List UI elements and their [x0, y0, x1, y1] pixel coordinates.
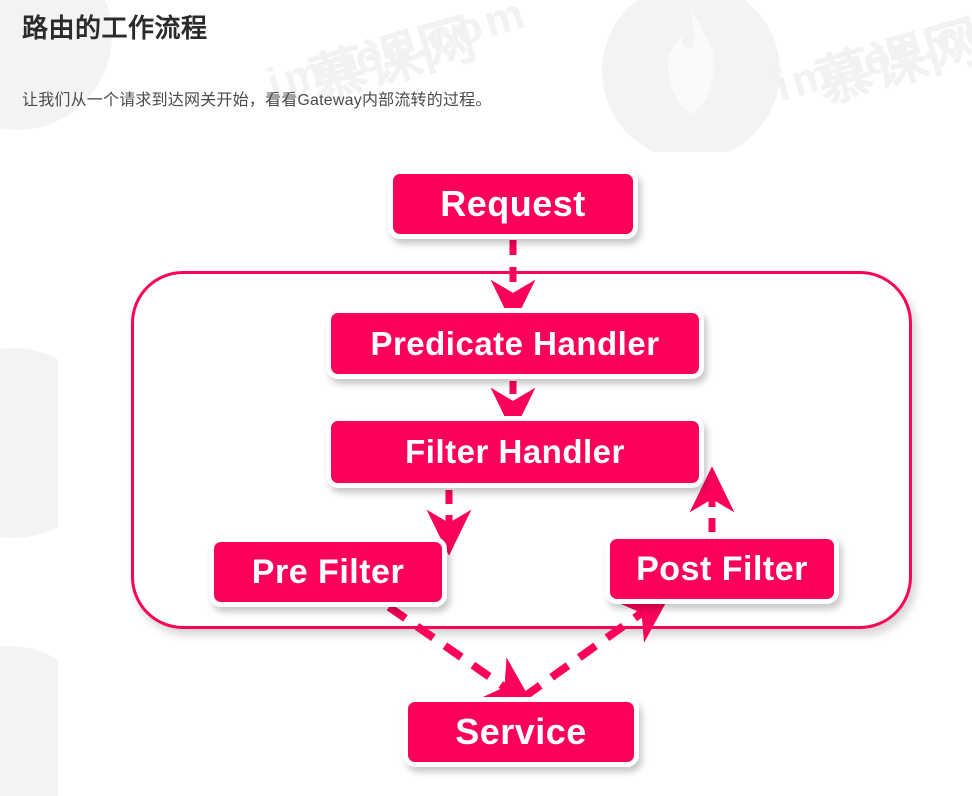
flow-node-request[interactable]: Request: [388, 169, 638, 239]
flow-node-pre-filter[interactable]: Pre Filter: [209, 537, 447, 607]
flow-node-label: Post Filter: [636, 549, 808, 588]
flame-icon: [662, 6, 720, 118]
flow-node-filter-handler[interactable]: Filter Handler: [326, 416, 704, 488]
flow-node-service[interactable]: Service: [403, 697, 639, 767]
watermark-brand-latin: imooc.com: [770, 0, 972, 112]
flowchart-stage: Request Predicate Handler Filter Handler…: [58, 152, 972, 796]
diagram-panel: Request Predicate Handler Filter Handler…: [58, 152, 972, 796]
flow-node-label: Filter Handler: [405, 433, 625, 470]
flow-node-post-filter[interactable]: Post Filter: [605, 534, 839, 604]
page-title: 路由的工作流程: [22, 13, 208, 43]
watermark-circle: [602, 0, 780, 160]
watermark-brand-cn: 慕课网: [809, 8, 972, 116]
flow-node-predicate-handler[interactable]: Predicate Handler: [326, 308, 704, 379]
page-subtitle: 让我们从一个请求到达网关开始，看看Gateway内部流转的过程。: [22, 92, 492, 109]
flow-node-label: Pre Filter: [251, 552, 405, 591]
flow-node-label: Service: [455, 711, 587, 752]
flow-node-label: Request: [440, 183, 586, 224]
flow-node-label: Predicate Handler: [370, 324, 660, 362]
gateway-boundary-container: [131, 271, 912, 629]
